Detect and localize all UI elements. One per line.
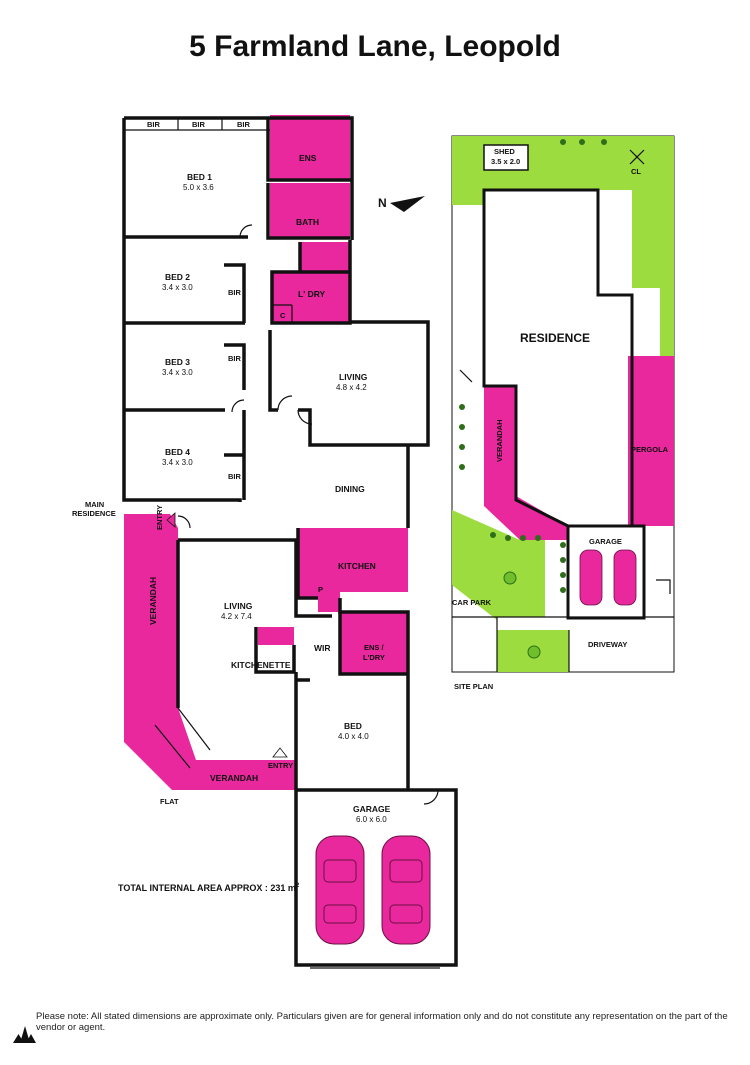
bed2-label: BED 2 [165, 272, 190, 282]
kitchenette-label: KITCHENETTE [231, 660, 291, 670]
kitchen-label: KITCHEN [338, 561, 376, 571]
main-residence-label-1: MAIN [85, 500, 104, 509]
page-title: 5 Farmland Lane, Leopold [189, 30, 561, 63]
ens-ldry-fill [340, 612, 408, 674]
living-flat-dim: 4.2 x 7.4 [221, 612, 252, 621]
ens-ldry-label-1: ENS / [364, 643, 385, 652]
total-area-sup: 2 [295, 883, 300, 889]
entry-main-label: ENTRY [155, 505, 164, 530]
living-main-dim: 4.8 x 4.2 [336, 383, 367, 392]
bed3-bir: BIR [228, 354, 242, 363]
main-residence-label-2: RESIDENCE [72, 509, 116, 518]
verandah-flat2-label: VERANDAH [210, 773, 258, 783]
bed3-label: BED 3 [165, 357, 190, 367]
site-verandah-label: VERANDAH [495, 419, 504, 462]
bath-label: BATH [296, 217, 319, 227]
bed-flat-label: BED [344, 721, 362, 731]
pantry-label: P [318, 585, 323, 594]
bed2-bir: BIR [228, 288, 242, 297]
laundry-c-label: C [280, 311, 286, 320]
car-park-label: CAR PARK [452, 598, 492, 607]
car-icon [315, 835, 365, 945]
kitchen-fill [297, 528, 408, 612]
living-flat-label: LIVING [224, 601, 253, 611]
tree-icon [503, 571, 517, 585]
bed3-dim: 3.4 x 3.0 [162, 368, 193, 377]
verandah-flat-label: VERANDAH [148, 577, 158, 625]
entry-main-arrow-icon [166, 512, 176, 528]
laundry-fill [272, 272, 350, 324]
bir-label-3: BIR [237, 120, 251, 129]
shed-label: SHED [494, 147, 515, 156]
garage-label: GARAGE [353, 804, 391, 814]
shed-dim: 3.5 x 2.0 [491, 157, 520, 166]
bed4-bir: BIR [228, 472, 242, 481]
bed-flat-dim: 4.0 x 4.0 [338, 732, 369, 741]
garage-dim: 6.0 x 6.0 [356, 815, 387, 824]
driveway-label: DRIVEWAY [588, 640, 627, 649]
flat-verandah-fill [124, 514, 296, 790]
bath-fill [270, 183, 350, 238]
total-area: TOTAL INTERNAL AREA APPROX : 231 m2 [118, 883, 299, 893]
laundry-label: L' DRY [298, 289, 326, 299]
ens-ldry-label-2: L'DRY [363, 653, 385, 662]
bed2-dim: 3.4 x 3.0 [162, 283, 193, 292]
car-icon [381, 835, 431, 945]
ensuite-fill [270, 115, 350, 180]
cl-label: CL [631, 167, 641, 176]
logo-icon [13, 1026, 36, 1043]
site-plan [451, 135, 675, 673]
wir-label: WIR [314, 643, 331, 653]
entry-flat-arrow-icon [272, 747, 288, 758]
bir-label-1: BIR [147, 120, 161, 129]
total-area-text: TOTAL INTERNAL AREA APPROX : 231 m [118, 883, 296, 893]
wc-fill [300, 242, 350, 272]
north-arrow-icon: N [378, 196, 425, 212]
residence-label: RESIDENCE [520, 331, 590, 345]
bed1-dim: 5.0 x 3.6 [183, 183, 214, 192]
flat-label: FLAT [160, 797, 179, 806]
disclaimer: Please note: All stated dimensions are a… [36, 1011, 728, 1033]
entry-flat-label: ENTRY [268, 761, 293, 770]
bed4-label: BED 4 [165, 447, 190, 457]
living-main-label: LIVING [339, 372, 368, 382]
bir-label-2: BIR [192, 120, 206, 129]
ens-label: ENS [299, 153, 317, 163]
tree-icon [527, 645, 541, 659]
site-garage-label: GARAGE [589, 537, 622, 546]
site-plan-label: SITE PLAN [454, 682, 493, 691]
pergola-label: PERGOLA [631, 445, 669, 454]
bed4-dim: 3.4 x 3.0 [162, 458, 193, 467]
bed1-label: BED 1 [187, 172, 212, 182]
kitchenette-fill [258, 627, 294, 645]
dining-label: DINING [335, 484, 365, 494]
svg-text:N: N [378, 196, 387, 210]
